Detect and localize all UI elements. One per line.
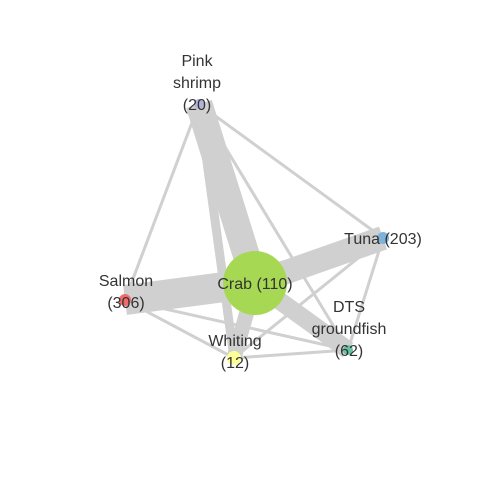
edge-pink_shrimp-tuna bbox=[198, 102, 384, 240]
node-label-line: shrimp bbox=[173, 75, 221, 92]
node-label-line: DTS bbox=[333, 299, 365, 316]
node-label-line: Tuna (203) bbox=[344, 231, 422, 248]
node-salmon bbox=[119, 294, 131, 306]
node-pink_shrimp bbox=[194, 99, 204, 109]
node-label-line: Crab (110) bbox=[217, 276, 292, 293]
node-label-line: Whiting bbox=[208, 333, 261, 350]
node-tuna bbox=[377, 232, 389, 244]
node-whiting bbox=[227, 351, 241, 365]
edge-salmon-whiting bbox=[124, 298, 235, 360]
edge-pink_shrimp-salmon bbox=[123, 103, 201, 301]
edge-dts-whiting bbox=[233, 348, 349, 360]
node-label-line: Pink bbox=[181, 53, 213, 70]
node-label-whiting: Whiting (12) bbox=[208, 333, 261, 372]
node-dts bbox=[343, 345, 353, 355]
node-label-crab: Crab (110) bbox=[217, 276, 292, 293]
node-label-dts: DTS groundfish (62) bbox=[312, 299, 387, 360]
node-label-line: Salmon bbox=[99, 273, 153, 290]
edge-tuna-dts bbox=[346, 237, 385, 351]
edge-pink_shrimp-dts bbox=[197, 103, 350, 351]
node-label-line: (62) bbox=[335, 343, 363, 360]
node-label-salmon: Salmon (306) bbox=[99, 273, 153, 312]
node-label-line: groundfish bbox=[312, 321, 387, 338]
node-label-line: (12) bbox=[221, 355, 249, 372]
node-label-line: (306) bbox=[107, 295, 144, 312]
node-label-pink_shrimp: Pink shrimp (20) bbox=[173, 53, 221, 114]
nodes-layer bbox=[119, 99, 389, 365]
edge-tuna-whiting bbox=[233, 236, 384, 360]
node-crab bbox=[223, 251, 287, 315]
edge-pink_shrimp-whiting bbox=[194, 103, 239, 359]
node-label-line: (20) bbox=[183, 97, 211, 114]
labels-layer: Pink shrimp (20) Tuna (203) Crab (110) Salmon… bbox=[99, 53, 422, 372]
node-label-tuna: Tuna (203) bbox=[344, 231, 422, 248]
edge-salmon-dts bbox=[124, 298, 349, 352]
